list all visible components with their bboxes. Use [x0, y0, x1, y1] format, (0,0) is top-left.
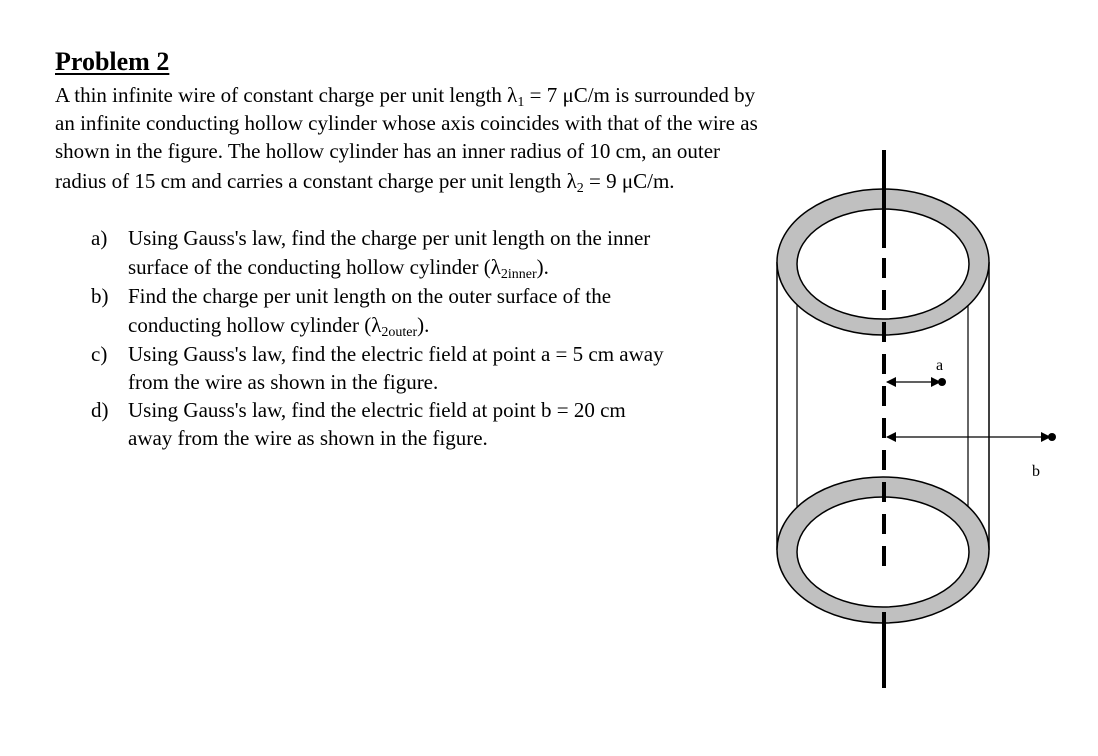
- part-c-label: c): [91, 342, 108, 366]
- intro-line-2: an infinite conducting hollow cylinder w…: [55, 111, 758, 135]
- part-b-line-1: Find the charge per unit length on the o…: [128, 284, 612, 308]
- part-d-line-1: Using Gauss's law, find the electric fie…: [128, 398, 626, 422]
- part-a-label: a): [91, 226, 108, 250]
- intro-line-1: A thin infinite wire of constant charge …: [55, 83, 756, 110]
- point-b-label: b: [1032, 463, 1040, 480]
- part-c-line-1: Using Gauss's law, find the electric fie…: [128, 342, 664, 366]
- part-b-label: b): [91, 284, 109, 308]
- intro-line-3: shown in the figure. The hollow cylinder…: [55, 139, 721, 163]
- point-a-marker: [886, 377, 946, 387]
- intro-line-4: radius of 15 cm and carries a constant c…: [55, 169, 675, 196]
- part-b-line-2: conducting hollow cylinder (λ2outer).: [128, 313, 430, 340]
- part-d-line-2: away from the wire as shown in the figur…: [128, 426, 488, 450]
- point-b-marker: [886, 432, 1056, 442]
- part-a-line-2: surface of the conducting hollow cylinde…: [128, 255, 549, 282]
- part-d-label: d): [91, 398, 109, 422]
- part-a-line-1: Using Gauss's law, find the charge per u…: [128, 226, 651, 250]
- part-c-line-2: from the wire as shown in the figure.: [128, 370, 439, 394]
- point-a-label: a: [936, 357, 943, 374]
- problem-title: Problem 2: [55, 47, 170, 76]
